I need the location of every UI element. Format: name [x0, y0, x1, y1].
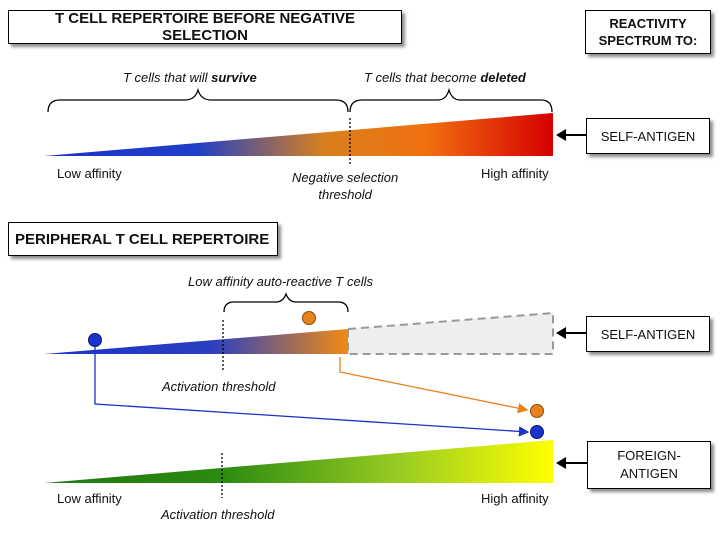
section1-high-affinity: High affinity — [481, 166, 549, 181]
deleted-brace — [349, 87, 553, 113]
section2-high-affinity: High affinity — [481, 491, 549, 506]
blue-tcell-bottom — [530, 425, 544, 439]
self-antigen-label-2: SELF-ANTIGEN — [600, 326, 696, 342]
section2-low-affinity: Low affinity — [57, 491, 122, 506]
foreign-antigen-line1: FOREIGN- — [617, 448, 681, 463]
self-reactivity-wedge-1 — [44, 113, 553, 156]
foreign-antigen-box: FOREIGN- ANTIGEN — [587, 441, 711, 489]
reactivity-spectrum-box: REACTIVITY SPECTRUM TO: — [585, 10, 711, 54]
section2-title-box: PERIPHERAL T CELL REPERTOIRE — [8, 222, 278, 256]
activation-threshold-label-1: Activation threshold — [162, 379, 276, 394]
activation-threshold-label-2: Activation threshold — [161, 507, 275, 522]
orange-tcell-connector — [339, 357, 529, 414]
survive-bold: survive — [211, 70, 257, 85]
survive-label: T cells that will survive — [123, 70, 257, 85]
self-antigen-box-2: SELF-ANTIGEN — [586, 316, 710, 352]
survive-brace — [47, 87, 349, 113]
autoreactive-brace — [223, 292, 349, 313]
reactivity-line1: REACTIVITY — [609, 16, 687, 31]
section2-title: PERIPHERAL T CELL REPERTOIRE — [15, 230, 270, 248]
blue-tcell-top — [88, 333, 102, 347]
threshold-line1: Negative selection — [292, 170, 399, 185]
orange-tcell-top — [302, 311, 316, 325]
peripheral-repertoire-wedge — [44, 329, 348, 354]
reactivity-line2: SPECTRUM TO: — [598, 33, 698, 48]
arrow-head-2 — [556, 327, 566, 339]
survive-prefix: T cells that will — [123, 70, 212, 85]
foreign-reactivity-wedge — [44, 440, 553, 483]
section1-low-affinity: Low affinity — [57, 166, 122, 181]
blue-tcell-connector — [94, 347, 530, 437]
orange-tcell-bottom — [530, 404, 544, 418]
deleted-prefix: T cells that become — [364, 70, 481, 85]
deleted-label: T cells that become deleted — [364, 70, 526, 85]
deleted-bold: deleted — [480, 70, 526, 85]
negative-selection-threshold-label: Negative selection threshold — [292, 169, 398, 203]
deleted-repertoire-ghost — [347, 311, 554, 355]
autoreactive-label: Low affinity auto-reactive T cells — [188, 274, 373, 289]
self-antigen-box-1: SELF-ANTIGEN — [586, 118, 710, 154]
threshold-line2: threshold — [318, 187, 372, 202]
section1-title-box: T CELL REPERTOIRE BEFORE NEGATIVE SELECT… — [8, 10, 402, 44]
self-antigen-label-1: SELF-ANTIGEN — [600, 128, 696, 144]
arrow-head-3 — [556, 457, 566, 469]
arrow-head-1 — [556, 129, 566, 141]
section1-title: T CELL REPERTOIRE BEFORE NEGATIVE SELECT… — [54, 10, 356, 44]
foreign-antigen-line2: ANTIGEN — [620, 466, 678, 481]
